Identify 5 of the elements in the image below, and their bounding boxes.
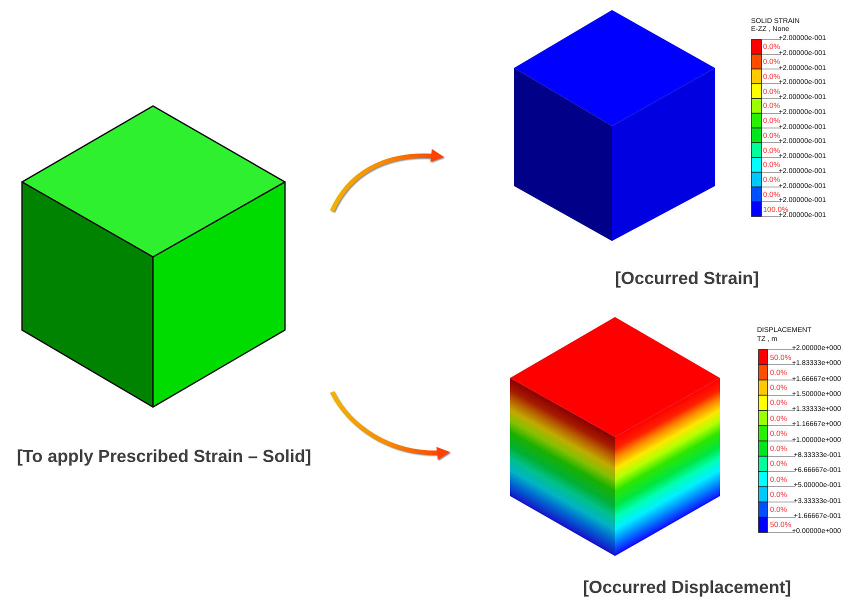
curved-arrow — [330, 390, 450, 460]
curved-arrow — [330, 149, 444, 212]
figure-caption: [Occurred Strain] — [615, 267, 759, 289]
figure-caption: [To apply Prescribed Strain – Solid] — [16, 445, 312, 467]
figure-caption: [Occurred Displacement] — [582, 576, 792, 598]
